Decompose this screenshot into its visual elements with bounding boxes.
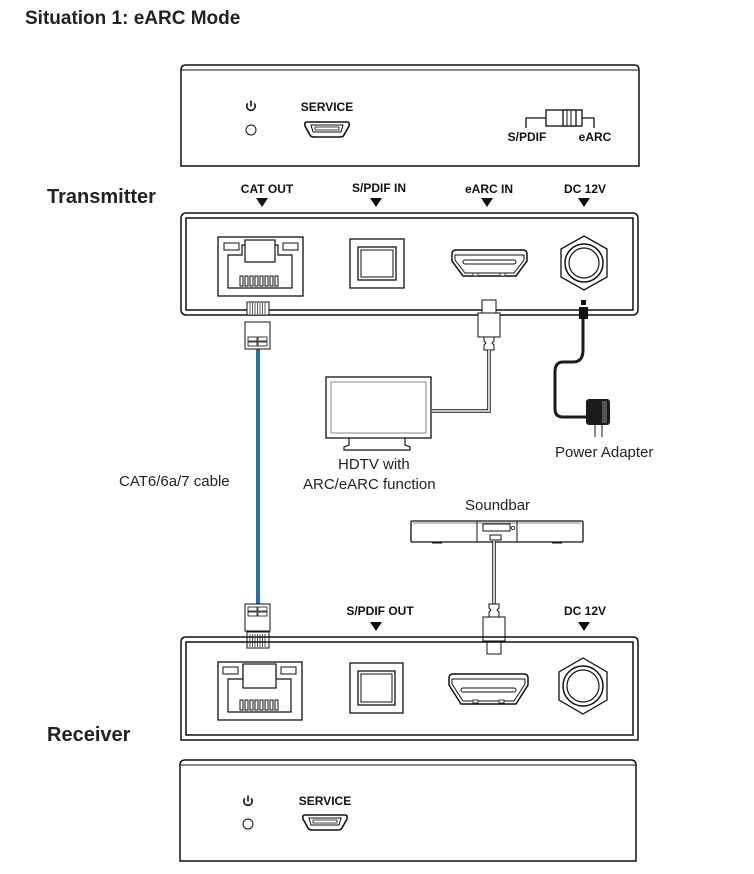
diagram-title: Situation 1: eARC Mode <box>25 8 241 29</box>
hdmi-cable-tv <box>432 350 491 413</box>
rj45-port[interactable] <box>217 236 304 297</box>
power-adapter-caption: Power Adapter <box>555 444 654 461</box>
port-arrow <box>481 198 493 207</box>
dc-plug <box>579 300 588 319</box>
mode-switch[interactable] <box>525 109 595 128</box>
transmitter-front-panel <box>180 64 640 167</box>
port-arrow <box>370 198 382 207</box>
transmitter-label: Transmitter <box>47 186 156 208</box>
port-arrow <box>256 198 268 207</box>
switch-spdif-label: S/PDIF <box>507 130 547 144</box>
hdmi-plug-bottom <box>482 603 506 655</box>
soundbar-icon <box>410 520 584 544</box>
hdmi-port[interactable] <box>451 249 528 277</box>
tx-port-earc-in-label: eARC IN <box>464 182 514 196</box>
hdtv-caption-line1: HDTV with <box>338 456 410 473</box>
rj45-plug-bottom <box>244 603 271 649</box>
rj45-plug-top <box>244 301 271 350</box>
receiver-rear-panel <box>180 622 639 741</box>
tx-port-spdif-in-label: S/PDIF IN <box>351 181 407 195</box>
tx-port-dc-label: DC 12V <box>563 182 607 196</box>
switch-earc-label: eARC <box>578 130 612 144</box>
port-arrow <box>578 198 590 207</box>
service-port[interactable] <box>301 814 349 831</box>
transmitter-rear-panel <box>180 198 639 316</box>
rx-port-spdif-out-label: S/PDIF OUT <box>346 604 414 618</box>
tx-port-cat-out-label: CAT OUT <box>240 182 294 196</box>
service-port[interactable] <box>303 121 351 138</box>
power-cable <box>553 319 587 419</box>
power-icon <box>243 795 253 807</box>
rj45-port[interactable] <box>217 661 303 721</box>
hdmi-plug-top <box>477 299 501 351</box>
tx-service-label: SERVICE <box>300 100 354 114</box>
receiver-label: Receiver <box>47 724 131 746</box>
cable-caption: CAT6/6a/7 cable <box>119 473 230 490</box>
power-adapter-icon <box>586 399 610 437</box>
dc-jack[interactable] <box>560 235 608 291</box>
dc-jack[interactable] <box>558 657 608 715</box>
power-led <box>242 818 254 830</box>
port-arrow <box>578 622 590 631</box>
rx-port-dc-label: DC 12V <box>563 604 607 618</box>
optical-port[interactable] <box>349 662 404 714</box>
optical-port[interactable] <box>349 238 405 289</box>
port-arrow <box>370 622 382 631</box>
soundbar-caption: Soundbar <box>465 497 531 514</box>
receiver-front-panel <box>179 759 637 862</box>
hdtv-icon <box>325 376 432 451</box>
hdmi-port[interactable] <box>448 673 529 705</box>
hdtv-caption-line2: ARC/eARC function <box>303 476 436 493</box>
power-led <box>245 124 257 136</box>
rx-service-label: SERVICE <box>298 794 352 808</box>
power-icon <box>246 100 256 112</box>
